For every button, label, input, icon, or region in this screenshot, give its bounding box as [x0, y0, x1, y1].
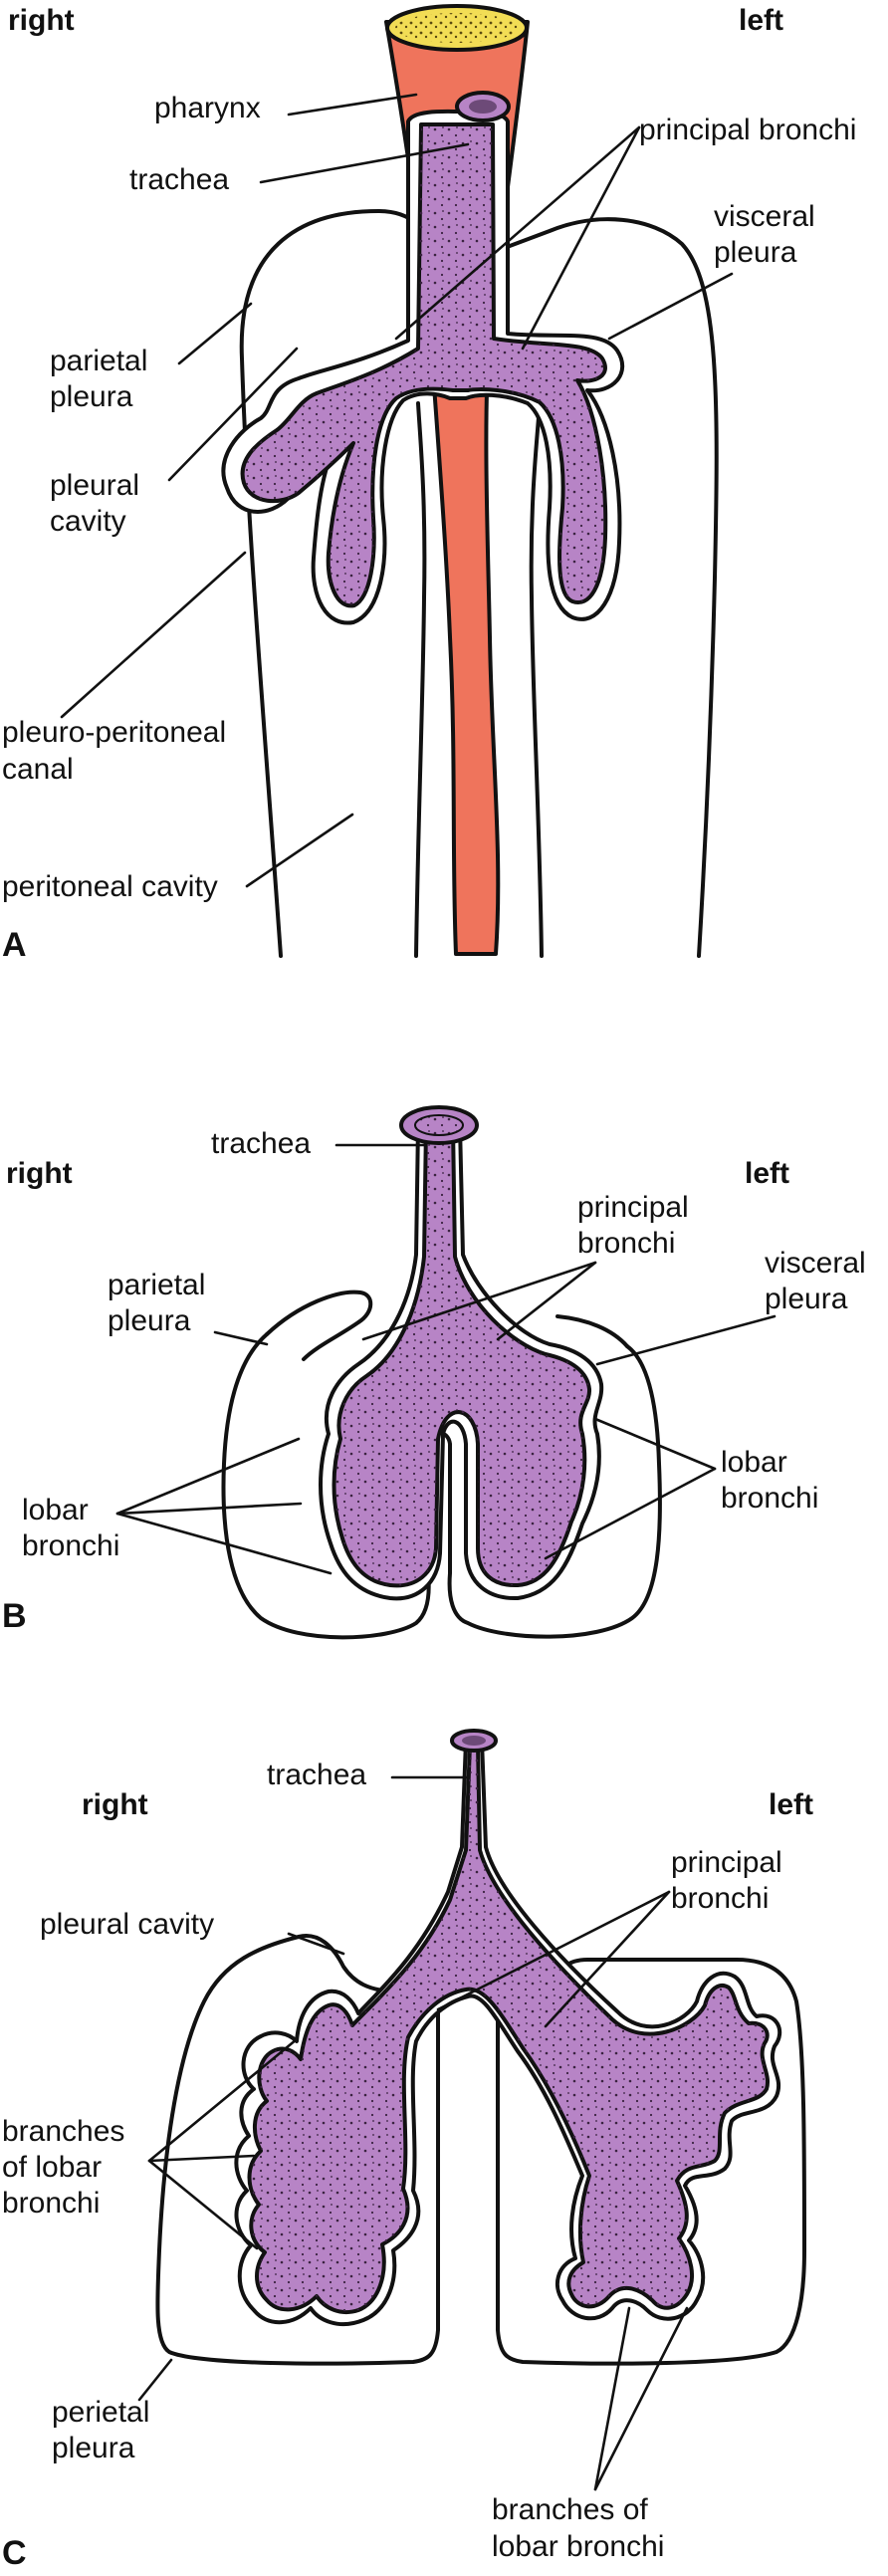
panel-b-label-principal-1: principal [577, 1191, 689, 1224]
panel-c-leader-branches-right-3 [147, 2159, 259, 2250]
panel-b-leader-lobar-left-2 [544, 1467, 717, 1560]
panel-b-lung-stipple [333, 1125, 590, 1586]
panel-c-leader-branches-right-2 [147, 2154, 256, 2163]
panel-a-label-pp-canal-2: canal [2, 753, 74, 786]
panel-a-leader-peritoneal-cavity [245, 813, 354, 888]
panel-a-leader-principal-bronchi-2 [521, 125, 641, 351]
panel-a-leader-pharynx [287, 93, 418, 117]
panel-c-parietal-pleura [155, 1934, 440, 2366]
panel-c-label-perietal-1: perietal [52, 2396, 149, 2429]
panel-b-leader-lobar-left-1 [593, 1417, 717, 1471]
panel-a-leader-principal-bronchi-1 [394, 125, 641, 341]
panel-a-medial-lining-left [529, 401, 544, 958]
panel-a-label-parietal-2: pleura [50, 380, 133, 413]
panel-b-leader-parietal [213, 1330, 269, 1346]
panel-a-leader-trachea [259, 142, 470, 184]
panel-c-label-trachea: trachea [267, 1758, 366, 1791]
panel-a-trachea-lumen [469, 100, 497, 114]
panel-b-leader-lobar-right-2 [115, 1502, 303, 1516]
panel-c-leader-principal-1 [436, 1890, 671, 2011]
panel-c-label-principal-2: bronchi [671, 1882, 769, 1915]
panel-a-left-label: left [739, 4, 783, 37]
panel-a-lung-bud-stipple [242, 124, 606, 606]
panel-b-leader-principal-2 [496, 1261, 597, 1341]
panel-b-left-label: left [745, 1157, 789, 1190]
panel-a-pharynx-dots [395, 13, 519, 43]
panel-a-label-principal-bronchi: principal bronchi [639, 114, 856, 146]
panel-c-leader-branches-left-2 [593, 2306, 689, 2491]
panel-c-trachea-lumen [462, 1736, 486, 1746]
panel-c-label-branches-left-2: lobar bronchi [492, 2530, 664, 2563]
panel-c-parietal-pleura-left [496, 1938, 806, 2366]
panel-a-label-trachea: trachea [129, 163, 229, 196]
panel-b-parietal-upper-left [555, 1314, 629, 1348]
panel-a-right-label: right [8, 4, 75, 37]
panel-a: right left pharynx trachea principal bro… [2, 4, 856, 964]
panel-c: right left trachea principal bronchi ple… [2, 1729, 813, 2572]
panel-b: right left trachea principal bronchi vis… [2, 1105, 866, 1640]
panel-c-leader-perietal [137, 2358, 173, 2402]
panel-b-label-principal-2: bronchi [577, 1227, 675, 1260]
panel-b-leader-lobar-right-3 [115, 1512, 333, 1575]
panel-a-letter: A [2, 926, 27, 964]
panel-a-medial-lining-right [414, 401, 427, 958]
panel-b-label-lobar-left-2: bronchi [721, 1482, 818, 1515]
panel-c-label-branches-left-1: branches of [492, 2493, 648, 2526]
panel-a-label-visceral-2: pleura [714, 236, 797, 269]
panel-b-right-label: right [6, 1157, 73, 1190]
panel-b-label-parietal-1: parietal [108, 1269, 205, 1301]
panel-c-label-pleural-cavity: pleural cavity [40, 1908, 214, 1941]
panel-c-label-branches-right-2: of lobar [2, 2151, 102, 2184]
panel-c-leader-pleural-cavity [287, 1932, 345, 1956]
panel-a-leader-pleural-cavity [167, 347, 299, 482]
panel-a-label-visceral-1: visceral [714, 200, 815, 233]
panel-c-label-branches-right-3: bronchi [2, 2187, 100, 2220]
panel-b-leader-principal-1 [361, 1261, 597, 1341]
panel-a-label-pleural-cavity-1: pleural [50, 469, 139, 502]
panel-a-label-pleural-cavity-2: cavity [50, 505, 126, 538]
panel-c-label-branches-right-1: branches [2, 2115, 124, 2148]
panel-a-leader-visceral [607, 272, 734, 341]
panel-b-leader-visceral [595, 1314, 777, 1366]
panel-c-left-label: left [769, 1788, 813, 1821]
panel-b-label-lobar-right-1: lobar [22, 1494, 89, 1526]
panel-c-letter: C [2, 2534, 27, 2572]
panel-b-label-visceral-1: visceral [765, 1247, 866, 1280]
panel-a-label-pharynx: pharynx [154, 92, 261, 124]
panel-c-label-principal-1: principal [671, 1846, 782, 1879]
panel-c-right-label: right [82, 1788, 148, 1821]
panel-a-label-peritoneal-cavity: peritoneal cavity [2, 870, 218, 903]
panel-b-leader-lobar-right-1 [115, 1437, 301, 1516]
panel-b-label-lobar-right-2: bronchi [22, 1529, 119, 1562]
panel-a-leader-pp-canal [60, 551, 247, 719]
panel-c-bronchial-stipple [249, 1745, 769, 2313]
panel-c-label-perietal-2: pleura [52, 2432, 135, 2464]
panel-c-leader-branches-left-1 [593, 2306, 631, 2491]
panel-b-label-trachea: trachea [211, 1127, 311, 1160]
panel-c-leader-principal-2 [544, 1890, 671, 2028]
panel-c-leader-branches-right-1 [147, 2037, 299, 2163]
panel-b-parietal-upper-right [265, 1289, 373, 1361]
panel-b-label-parietal-2: pleura [108, 1304, 191, 1337]
panel-b-label-visceral-2: pleura [765, 1283, 848, 1315]
panel-a-label-pp-canal-1: pleuro-peritoneal [2, 716, 226, 749]
panel-a-leader-parietal [177, 302, 253, 365]
panel-b-letter: B [2, 1597, 27, 1635]
panel-b-trachea-lumen [414, 1114, 464, 1136]
panel-b-label-lobar-left-1: lobar [721, 1446, 787, 1479]
panel-a-label-parietal-1: parietal [50, 345, 147, 377]
